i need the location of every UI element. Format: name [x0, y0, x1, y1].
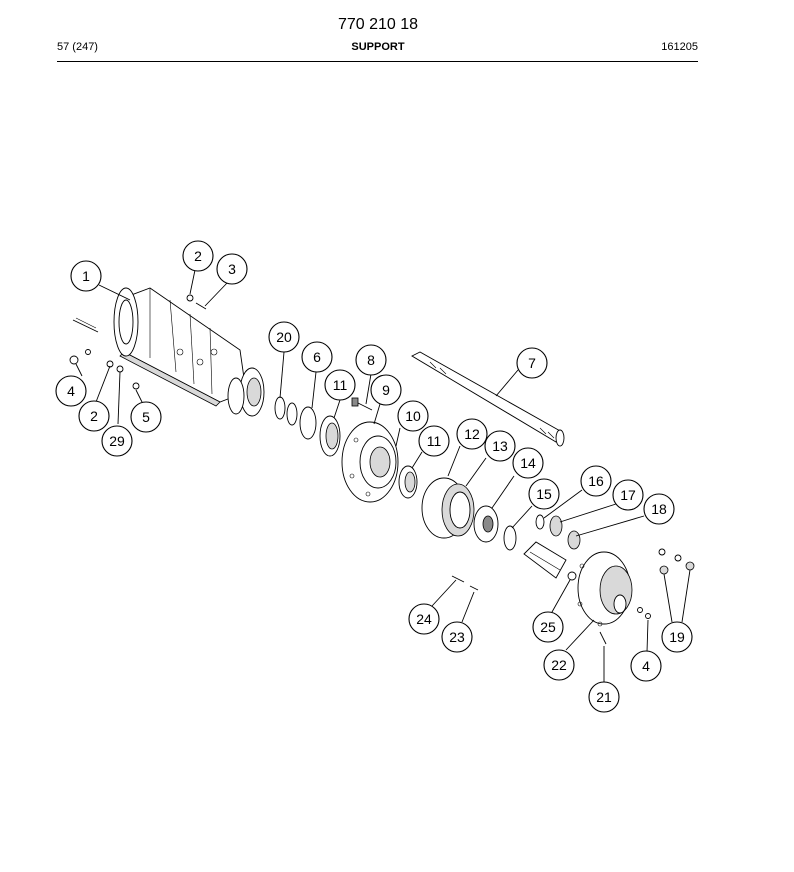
callout-9: 9 — [370, 374, 402, 406]
callout-19: 19 — [661, 621, 693, 653]
callout-23: 23 — [441, 621, 473, 653]
small-fasteners — [451, 548, 695, 645]
axle-housing — [113, 287, 265, 417]
callout-3: 3 — [216, 253, 248, 285]
callout-4: 4 — [630, 650, 662, 682]
callout-12: 12 — [456, 418, 488, 450]
svg-text:8: 8 — [367, 352, 375, 368]
svg-text:16: 16 — [588, 473, 604, 489]
callout-10: 10 — [397, 400, 429, 432]
callout-1: 1 — [70, 260, 102, 292]
svg-text:6: 6 — [313, 349, 321, 365]
callout-17: 17 — [612, 479, 644, 511]
callout-22: 22 — [543, 649, 575, 681]
svg-text:18: 18 — [651, 501, 667, 517]
svg-text:10: 10 — [405, 408, 421, 424]
svg-text:2: 2 — [194, 248, 202, 264]
callout-15: 15 — [528, 478, 560, 510]
svg-text:9: 9 — [382, 382, 390, 398]
callout-24: 24 — [408, 603, 440, 635]
page-reference: 57 (247) — [57, 41, 98, 53]
svg-text:1: 1 — [82, 268, 90, 284]
header-divider — [57, 61, 698, 62]
svg-text:11: 11 — [333, 377, 348, 393]
date-code: 161205 — [661, 41, 698, 53]
callout-2: 2 — [78, 400, 110, 432]
svg-text:23: 23 — [449, 629, 465, 645]
ring-gear — [421, 477, 475, 539]
bearings — [398, 465, 418, 499]
svg-text:14: 14 — [520, 455, 536, 471]
svg-text:21: 21 — [596, 689, 612, 705]
callout-7: 7 — [516, 347, 548, 379]
callout-20: 20 — [268, 321, 300, 353]
callout-11: 11 — [418, 425, 450, 457]
svg-text:29: 29 — [109, 433, 125, 449]
svg-text:19: 19 — [669, 629, 685, 645]
planet-gears — [535, 514, 581, 550]
svg-text:15: 15 — [536, 486, 552, 502]
svg-text:2: 2 — [90, 408, 98, 424]
svg-text:3: 3 — [228, 261, 236, 277]
callout-21: 21 — [588, 681, 620, 713]
callout-18: 18 — [643, 493, 675, 525]
svg-text:12: 12 — [464, 426, 480, 442]
callout-29: 29 — [101, 425, 133, 457]
callout-6: 6 — [301, 341, 333, 373]
drive-shaft — [411, 351, 565, 447]
svg-text:20: 20 — [276, 329, 292, 345]
callout-2: 2 — [182, 240, 214, 272]
callout-11: 11 — [324, 369, 356, 401]
svg-text:4: 4 — [67, 383, 75, 399]
callout-8: 8 — [355, 344, 387, 376]
svg-text:25: 25 — [540, 619, 556, 635]
document-number: 770 210 18 — [337, 16, 419, 33]
svg-text:24: 24 — [416, 611, 432, 627]
svg-text:22: 22 — [551, 657, 567, 673]
callout-14: 14 — [512, 447, 544, 479]
sun-gear-shaft — [523, 541, 567, 579]
svg-text:17: 17 — [620, 487, 636, 503]
svg-text:5: 5 — [142, 409, 150, 425]
callout-5: 5 — [130, 401, 162, 433]
seal-and-rings — [274, 396, 341, 457]
svg-text:13: 13 — [492, 438, 508, 454]
callout-25: 25 — [532, 611, 564, 643]
svg-text:4: 4 — [642, 658, 650, 674]
callout-16: 16 — [580, 465, 612, 497]
svg-text:7: 7 — [528, 355, 536, 371]
gear-carrier — [473, 505, 517, 551]
wheel-hub — [341, 421, 399, 503]
leader-lines — [75, 269, 691, 682]
section-title: SUPPORT — [351, 41, 405, 53]
callout-4: 4 — [55, 375, 87, 407]
planet-carrier-cover — [577, 551, 633, 627]
callout-13: 13 — [484, 430, 516, 462]
svg-text:11: 11 — [427, 433, 442, 449]
bolt-8 — [351, 397, 373, 411]
